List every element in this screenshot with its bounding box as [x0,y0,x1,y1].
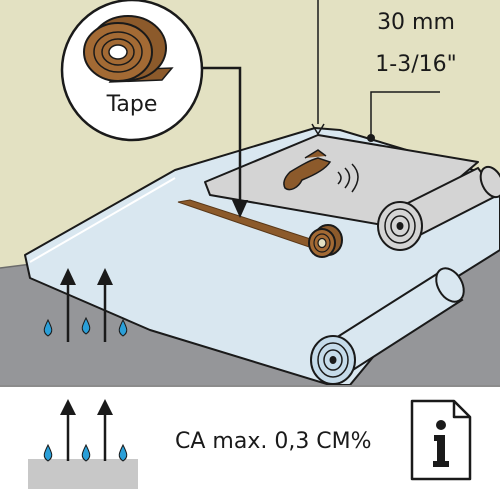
floor-rising-moisture-icon [43,268,128,342]
callout-label: Tape [106,92,158,117]
dimension-leader [370,91,440,138]
rising-moisture-icon [28,399,138,489]
footstep-sound-symbol [283,157,332,191]
vapor-barrier-roll-end [310,335,356,385]
info-document-icon[interactable] [410,399,472,481]
tape-roll [308,224,343,258]
moisture-specification: CA max. 0,3 CM% [175,429,372,454]
footer-panel: CA max. 0,3 CM% [0,385,500,502]
callout-pointer [202,66,242,205]
underlay-roll-end [377,201,423,251]
tape-callout [60,0,204,142]
overlap-dimension-metric: 30 mm [377,10,455,35]
underlay-installation-illustration [0,0,500,385]
overlap-dimension-imperial: 1-3/16" [375,52,457,77]
